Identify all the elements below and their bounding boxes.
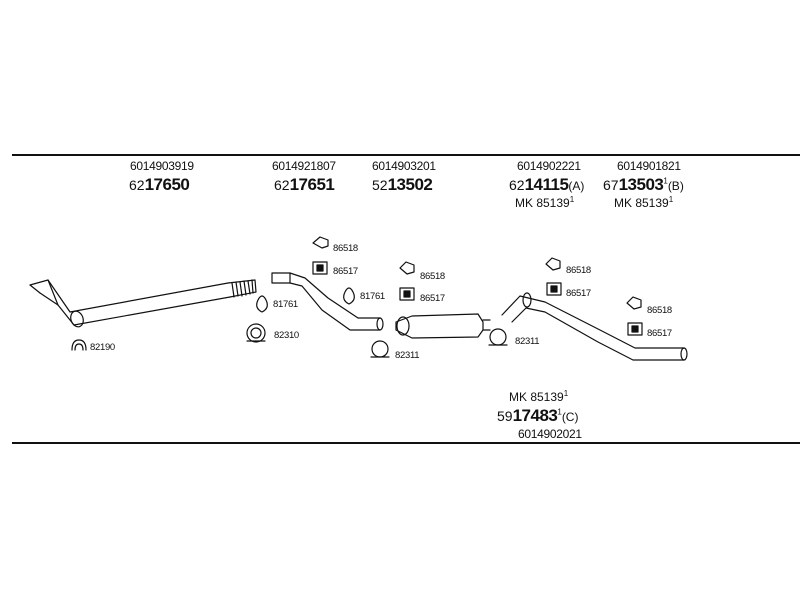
- clamp-icon: [488, 328, 508, 346]
- hanger-icon: [626, 296, 642, 310]
- seal-ring-icon: [256, 295, 268, 313]
- kit-sup: 1: [563, 389, 569, 398]
- part-number-82311: 82311: [395, 350, 420, 361]
- rear-pipe: [501, 292, 688, 361]
- kit-ref-bottom: MK 851391: [509, 389, 569, 404]
- part-ref-number: 17483: [512, 406, 558, 425]
- part-ref-number: 17651: [289, 175, 335, 194]
- part-ref-prefix: 67: [603, 177, 619, 193]
- kit-label: MK 85139: [614, 196, 669, 210]
- part-number-86517: 86517: [647, 328, 672, 339]
- article-number-2: 6014921807: [272, 159, 336, 173]
- kit-ref-4: MK 851391: [515, 195, 575, 210]
- part-number-81761: 81761: [360, 291, 385, 302]
- part-number-82190: 82190: [90, 342, 115, 353]
- part-ref-prefix: 59: [497, 408, 513, 424]
- part-number-86518: 86518: [566, 265, 591, 276]
- rubber-mount-icon: [312, 261, 328, 275]
- article-number-3: 6014903201: [372, 159, 436, 173]
- part-ref-number: 13503: [618, 175, 664, 194]
- clamp-icon: [71, 339, 87, 351]
- part-ref-number: 17650: [144, 175, 190, 194]
- part-ref-4: 6214115(A): [509, 176, 584, 194]
- part-number-86517: 86517: [333, 266, 358, 277]
- part-number-86517: 86517: [420, 293, 445, 304]
- part-ref-prefix: 62: [129, 177, 145, 193]
- article-number-4: 6014902221: [517, 159, 581, 173]
- rubber-mount-icon: [546, 282, 562, 296]
- variant-tag: (A): [568, 179, 585, 193]
- kit-sup: 1: [668, 195, 674, 204]
- part-number-86517: 86517: [566, 288, 591, 299]
- kit-label: MK 85139: [515, 196, 570, 210]
- clamp-icon: [246, 323, 266, 343]
- top-rule: [12, 154, 800, 156]
- part-ref-number: 13502: [387, 175, 433, 194]
- part-number-86518: 86518: [333, 243, 358, 254]
- part-ref-prefix: 62: [509, 177, 525, 193]
- part-ref-prefix: 62: [274, 177, 290, 193]
- seal-ring-icon: [343, 287, 355, 305]
- part-ref-bottom: 59174831(C): [497, 407, 578, 425]
- part-ref-prefix: 52: [372, 177, 388, 193]
- part-number-82310: 82310: [274, 330, 299, 341]
- variant-tag: (C): [561, 410, 579, 424]
- bottom-rule: [12, 442, 800, 444]
- article-number-1: 6014903919: [130, 159, 194, 173]
- part-ref-2: 6217651: [274, 175, 335, 194]
- part-ref-sup: 1: [557, 407, 562, 417]
- hanger-icon: [312, 236, 329, 249]
- front-pipe: [29, 279, 257, 328]
- rubber-mount-icon: [627, 322, 643, 336]
- part-ref-1: 6217650: [129, 175, 190, 194]
- part-ref-3: 5213502: [372, 175, 433, 194]
- kit-ref-5: MK 851391: [614, 195, 674, 210]
- part-ref-5: 67135031(B): [603, 176, 684, 194]
- part-number-81761: 81761: [273, 299, 298, 310]
- part-number-86518: 86518: [420, 271, 445, 282]
- rubber-mount-icon: [399, 287, 415, 301]
- kit-sup: 1: [569, 195, 575, 204]
- kit-label: MK 85139: [509, 390, 564, 404]
- intermediate-pipe: [271, 272, 384, 331]
- part-ref-sup: 1: [663, 176, 668, 186]
- article-number-bottom: 6014902021: [518, 427, 582, 441]
- middle-muffler: [395, 313, 491, 339]
- part-number-86518: 86518: [647, 305, 672, 316]
- hanger-icon: [545, 257, 561, 271]
- clamp-icon: [370, 340, 390, 358]
- part-ref-number: 14115: [524, 175, 569, 194]
- hanger-icon: [399, 261, 415, 275]
- article-number-5: 6014901821: [617, 159, 681, 173]
- part-number-82311: 82311: [515, 336, 540, 347]
- variant-tag: (B): [667, 179, 684, 193]
